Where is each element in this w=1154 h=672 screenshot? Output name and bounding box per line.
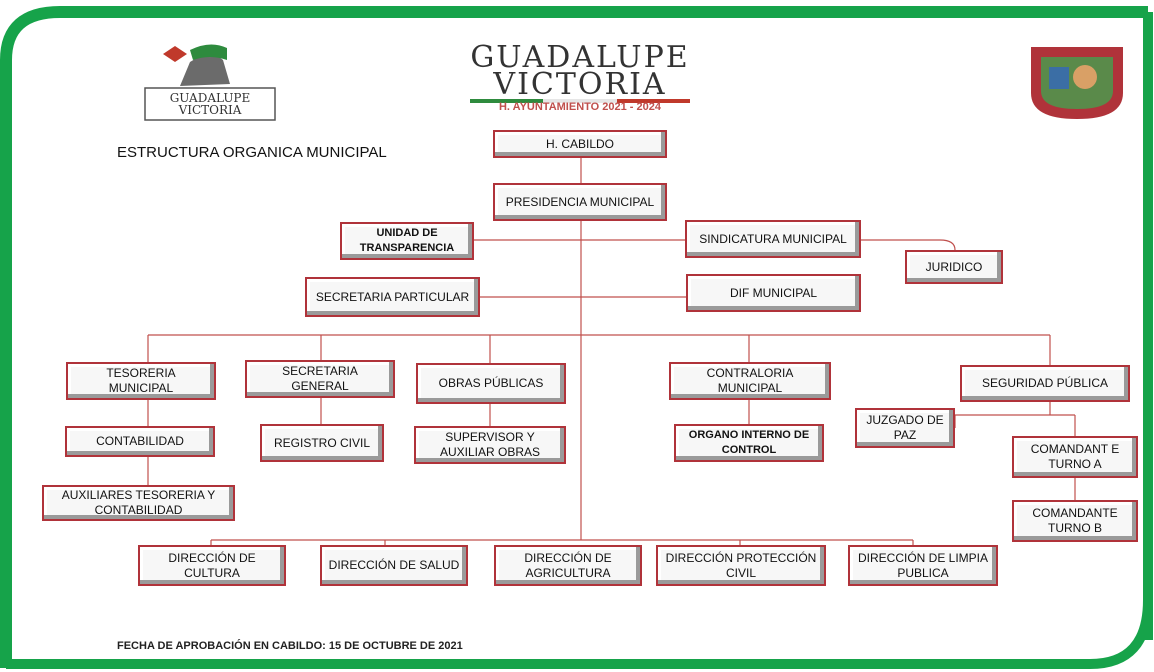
node-organo-interno: ORGANO INTERNO DE CONTROL [674,424,824,462]
brand-line2: VICTORIA [493,67,667,102]
node-secretaria-particular: SECRETARIA PARTICULAR [305,277,480,317]
node-supervisor: SUPERVISOR Y AUXILIAR OBRAS [414,426,566,464]
node-juridico: JURIDICO [905,250,1003,284]
brand-flag-bar [470,99,690,103]
svg-text:VICTORIA: VICTORIA [178,103,242,117]
node-dir-salud: DIRECCIÓN DE SALUD [320,545,468,586]
node-dif: DIF MUNICIPAL [686,274,861,312]
brand-subtitle: H. AYUNTAMIENTO 2021 - 2024 [498,101,661,113]
node-juzgado: JUZGADO DE PAZ [855,408,955,448]
node-presidencia: PRESIDENCIA MUNICIPAL [493,183,667,221]
guadalupe-victoria-logo: GUADALUPE VICTORIA [144,44,276,121]
node-contabilidad: CONTABILIDAD [65,426,215,457]
node-secretaria-general: SECRETARIA GENERAL [245,360,395,398]
approval-date-footer: FECHA DE APROBACIÓN EN CABILDO: 15 DE OC… [117,640,463,652]
node-dir-proteccion: DIRECCIÓN PROTECCIÓN CIVIL [656,545,826,586]
node-comandante-b: COMANDANTE TURNO B [1012,500,1138,542]
node-auxiliares: AUXILIARES TESORERIA Y CONTABILIDAD [42,485,235,521]
node-dir-limpia: DIRECCIÓN DE LIMPIA PUBLICA [848,545,998,586]
node-tesoreria: TESORERIA MUNICIPAL [66,362,216,400]
page-title: ESTRUCTURA ORGANICA MUNICIPAL [117,144,387,161]
node-dir-cultura: DIRECCIÓN DE CULTURA [138,545,286,586]
node-cabildo: H. CABILDO [493,130,667,158]
municipal-seal [1031,47,1123,119]
node-contraloria: CONTRALORIA MUNICIPAL [669,362,831,400]
node-registro-civil: REGISTRO CIVIL [260,424,384,462]
node-dir-agricultura: DIRECCIÓN DE AGRICULTURA [494,545,642,586]
svg-text:GUADALUPE: GUADALUPE [170,91,251,105]
brand-line1: GUADALUPE [470,40,690,75]
node-transparencia: UNIDAD DE TRANSPARENCIA [340,222,474,260]
node-sindicatura: SINDICATURA MUNICIPAL [685,220,861,258]
node-comandante-a: COMANDANT E TURNO A [1012,436,1138,478]
node-obras-publicas: OBRAS PÚBLICAS [416,363,566,404]
node-seguridad: SEGURIDAD PÚBLICA [960,365,1130,402]
